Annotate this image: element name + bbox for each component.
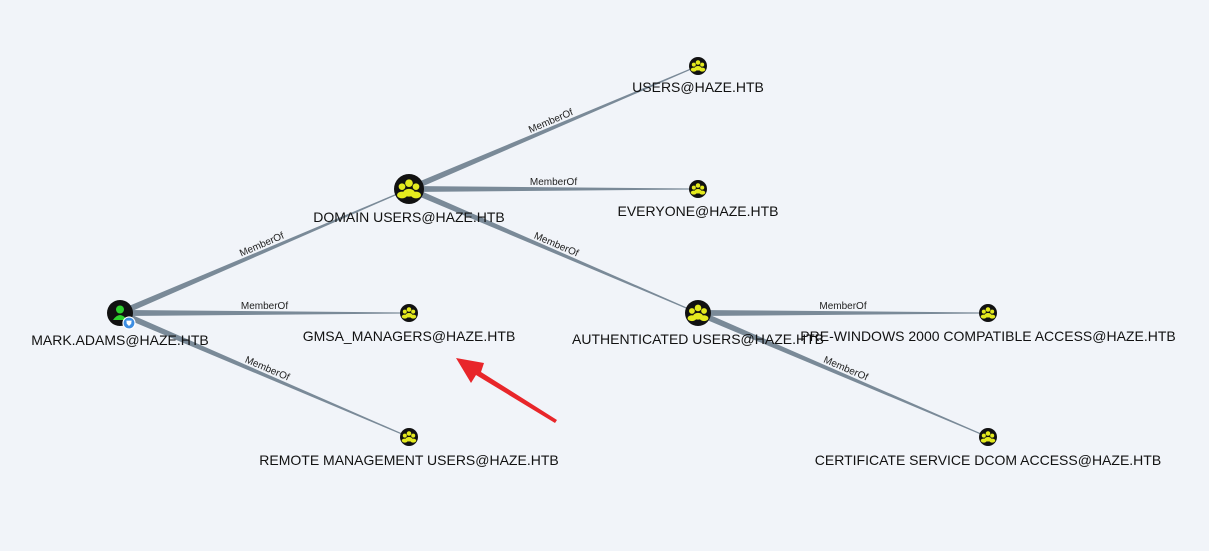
edge-line[interactable] xyxy=(696,310,989,438)
node-auth_users[interactable]: AUTHENTICATED USERS@HAZE.HTB xyxy=(572,300,824,347)
node-label: EVERYONE@HAZE.HTB xyxy=(618,203,779,219)
group-icon xyxy=(690,60,706,72)
edge-auth_users-pre_win[interactable]: MemberOf xyxy=(698,301,988,316)
node-gmsa[interactable]: GMSA_MANAGERS@HAZE.HTB xyxy=(303,304,516,344)
group-icon xyxy=(687,304,709,322)
group-icon xyxy=(690,183,706,195)
group-icon xyxy=(401,307,417,319)
edge-line[interactable] xyxy=(118,310,410,438)
group-icon xyxy=(397,179,421,199)
edge-mark-domain_users[interactable]: MemberOf xyxy=(118,188,410,316)
red-arrow-icon xyxy=(456,358,557,423)
edges-layer: MemberOfMemberOfMemberOfMemberOfMemberOf… xyxy=(118,65,989,438)
edge-line[interactable] xyxy=(407,65,699,192)
node-label: PRE-WINDOWS 2000 COMPATIBLE ACCESS@HAZE.… xyxy=(800,328,1175,344)
shield-badge-icon xyxy=(122,316,136,330)
edge-label: MemberOf xyxy=(241,301,288,312)
group-icon xyxy=(401,431,417,443)
group-icon xyxy=(980,307,996,319)
node-remote[interactable]: REMOTE MANAGEMENT USERS@HAZE.HTB xyxy=(259,428,559,468)
node-pre_win[interactable]: PRE-WINDOWS 2000 COMPATIBLE ACCESS@HAZE.… xyxy=(800,304,1176,344)
node-domain_users[interactable]: DOMAIN USERS@HAZE.HTB xyxy=(313,174,505,225)
edge-line[interactable] xyxy=(407,186,699,314)
edge-line[interactable] xyxy=(120,310,409,316)
node-users[interactable]: USERS@HAZE.HTB xyxy=(632,57,764,95)
node-label: REMOTE MANAGEMENT USERS@HAZE.HTB xyxy=(259,452,558,468)
annotation-layer xyxy=(456,358,557,423)
node-cert[interactable]: CERTIFICATE SERVICE DCOM ACCESS@HAZE.HTB xyxy=(815,428,1161,468)
edge-line[interactable] xyxy=(409,186,698,192)
node-label: AUTHENTICATED USERS@HAZE.HTB xyxy=(572,331,824,347)
node-everyone[interactable]: EVERYONE@HAZE.HTB xyxy=(618,180,779,219)
edge-label: MemberOf xyxy=(530,177,577,188)
nodes-layer: MARK.ADAMS@HAZE.HTB DOMAIN USERS@HAZE.HTB… xyxy=(31,57,1176,468)
node-mark[interactable]: MARK.ADAMS@HAZE.HTB xyxy=(31,300,209,348)
edge-line[interactable] xyxy=(698,310,988,316)
node-label: GMSA_MANAGERS@HAZE.HTB xyxy=(303,328,516,344)
node-label: CERTIFICATE SERVICE DCOM ACCESS@HAZE.HTB xyxy=(815,452,1161,468)
node-label: USERS@HAZE.HTB xyxy=(632,79,764,95)
group-icon xyxy=(980,431,996,443)
edge-mark-gmsa[interactable]: MemberOf xyxy=(120,301,409,316)
user-icon xyxy=(113,305,127,320)
edge-line[interactable] xyxy=(118,188,410,316)
node-label: DOMAIN USERS@HAZE.HTB xyxy=(313,209,505,225)
edge-label: MemberOf xyxy=(819,301,866,312)
node-label: MARK.ADAMS@HAZE.HTB xyxy=(31,332,209,348)
edge-domain_users-everyone[interactable]: MemberOf xyxy=(409,177,698,192)
